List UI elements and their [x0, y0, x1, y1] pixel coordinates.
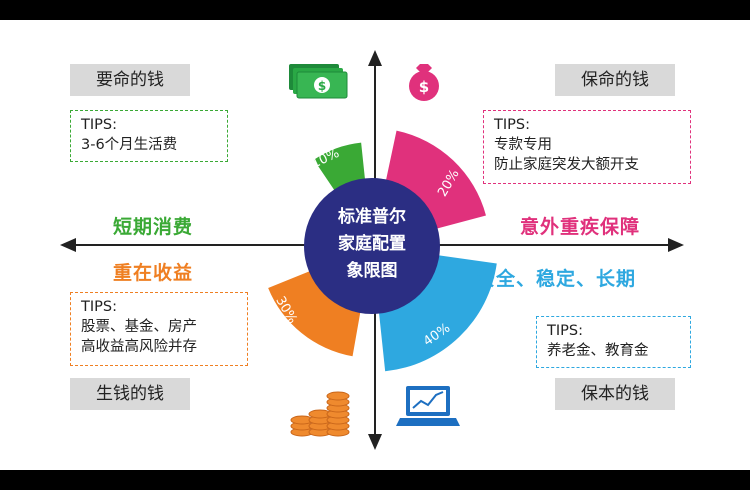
title-top-left: 要命的钱: [70, 64, 190, 96]
svg-text:$: $: [318, 79, 326, 93]
tips-line: 防止家庭突发大额开支: [494, 157, 639, 173]
tips-heading: TIPS:: [494, 117, 530, 133]
segment-top-right: [385, 130, 486, 229]
segment-bottom-left: [268, 270, 361, 357]
tips-heading: TIPS:: [547, 323, 583, 339]
coin-stack-icon: [290, 391, 350, 437]
segment-bottom-right: [378, 255, 497, 372]
quadrant-diagram: 10% 20% 30% 40% 标准普尔 家庭配置 象限图 $ $: [0, 20, 750, 470]
tips-line: 专款专用: [494, 137, 552, 153]
tips-line: 股票、基金、房产: [81, 319, 197, 335]
tips-line: 养老金、教育金: [547, 343, 649, 359]
tips-heading: TIPS:: [81, 299, 117, 315]
segment-top-left: [313, 142, 366, 192]
laptop-chart-icon: [396, 386, 460, 426]
title-top-right: 保命的钱: [555, 64, 675, 96]
label-top-right: 意外重疾保障: [520, 216, 641, 238]
tips-top-right: TIPS: 专款专用 防止家庭突发大额开支: [483, 110, 691, 184]
tips-line: 高收益高风险并存: [81, 339, 197, 355]
money-bag-icon: $: [409, 64, 439, 101]
label-top-left: 短期消费: [113, 216, 194, 238]
cash-icon: $: [289, 64, 348, 99]
axis-arrow-down: [368, 434, 382, 450]
tips-line: 3-6个月生活费: [81, 137, 178, 153]
label-bottom-left: 重在收益: [113, 262, 194, 284]
svg-text:$: $: [419, 78, 429, 96]
tips-heading: TIPS:: [81, 117, 117, 133]
axis-arrow-left: [60, 238, 76, 252]
title-bottom-right: 保本的钱: [555, 378, 675, 410]
diagram-graphics: 10% 20% 30% 40% 标准普尔 家庭配置 象限图 $ $: [60, 50, 684, 450]
tips-top-left: TIPS: 3-6个月生活费: [70, 110, 228, 162]
tips-bottom-right: TIPS: 养老金、教育金: [536, 316, 691, 368]
label-bottom-right: 安全、稳定、长期: [476, 268, 637, 290]
axis-arrow-right: [668, 238, 684, 252]
axis-arrow-up: [368, 50, 382, 66]
center-circle: [304, 178, 440, 314]
title-bottom-left: 生钱的钱: [70, 378, 190, 410]
center-line-2: 家庭配置: [338, 233, 406, 254]
center-line-1: 标准普尔: [338, 206, 406, 227]
center-line-3: 象限图: [347, 260, 398, 281]
tips-bottom-left: TIPS: 股票、基金、房产 高收益高风险并存: [70, 292, 248, 366]
